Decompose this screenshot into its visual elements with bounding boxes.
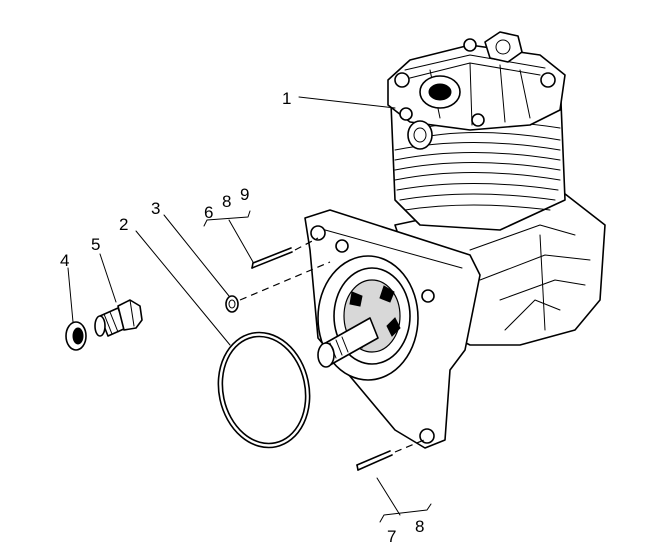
callout-7: 7 bbox=[387, 527, 396, 546]
flange-hole bbox=[335, 239, 349, 253]
head-bolt bbox=[540, 72, 556, 88]
leader-lines bbox=[67, 96, 432, 523]
o-ring-small bbox=[225, 261, 331, 313]
cylinder-head bbox=[387, 31, 566, 150]
head-bolt bbox=[463, 38, 477, 52]
hex-bolt bbox=[94, 299, 143, 337]
callout-3: 3 bbox=[151, 199, 160, 218]
callout-8-bottom: 8 bbox=[415, 517, 424, 536]
flange-hole bbox=[421, 289, 435, 303]
callout-1: 1 bbox=[282, 89, 291, 108]
flange-hole bbox=[419, 428, 435, 444]
drive-shaft bbox=[317, 317, 379, 368]
flange-hole bbox=[310, 225, 326, 241]
stud-upper bbox=[251, 237, 319, 269]
callout-labels: 1 2 3 4 5 6 8 9 7 8 bbox=[60, 89, 424, 546]
callout-6: 6 bbox=[204, 203, 213, 222]
head-bolt bbox=[399, 107, 413, 121]
head-bolt bbox=[471, 113, 485, 127]
callout-8-top: 8 bbox=[222, 192, 231, 211]
callout-2: 2 bbox=[119, 215, 128, 234]
head-bolt bbox=[394, 72, 410, 88]
top-nut bbox=[484, 31, 523, 63]
callout-9: 9 bbox=[240, 185, 249, 204]
stud-lower bbox=[356, 439, 425, 471]
washer bbox=[65, 321, 87, 351]
side-fitting bbox=[407, 120, 433, 150]
callout-4: 4 bbox=[60, 251, 69, 270]
gasket-ring bbox=[217, 331, 311, 449]
callout-5: 5 bbox=[91, 235, 100, 254]
compressor-assembly bbox=[304, 31, 606, 449]
